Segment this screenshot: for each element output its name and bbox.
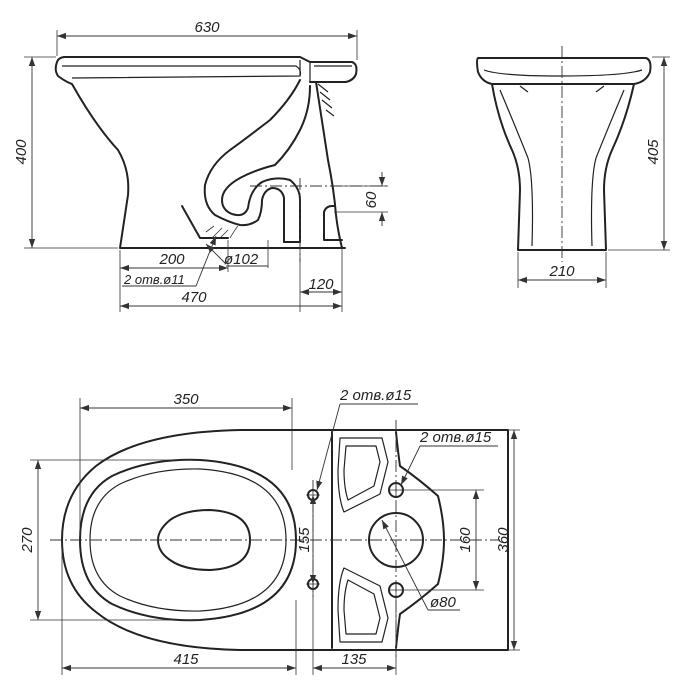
side-view-foot-hatch [205,225,239,239]
dim-height: 400 [13,139,30,165]
top-view-tank-recess-inner-bottom [343,579,381,635]
side-view-foot [181,205,229,239]
dim-80-leader [381,519,429,611]
side-view-trapway [203,79,301,243]
dim-hole-spacing: 155 [296,527,313,553]
dim-shelf-depth: 135 [341,651,367,668]
top-view-tank-recess-bottom [337,567,389,643]
dim-floor-span: 200 [158,251,185,268]
dim-135-ext [312,590,397,675]
side-view-rear-wall [315,81,343,249]
dim-415-ext [61,540,297,675]
dim-tank-holes-top-leader [316,403,341,491]
side-view: 630 400 60 200 ø102 2 отв.ø11 120 470 [13,19,388,312]
dim-front-length: 415 [173,651,199,668]
dim-bowl-width: 270 [19,527,36,554]
dim-outlet-height: 60 [363,191,380,208]
front-view-rim [483,69,643,77]
dim-270-ext [30,459,200,621]
dim-tank-holes-top: 2 отв.ø15 [339,387,412,404]
dim-outlet-offset: 120 [308,276,334,293]
dim-160-ext [400,489,484,591]
top-view-tank-recess-top [337,437,389,513]
dim-tank-hole-spacing: 160 [457,527,474,553]
side-view-rim [62,65,302,79]
side-view-rear-ribs [317,83,335,117]
dim-tank-width: 360 [495,527,512,553]
dim-102-ext [267,240,343,312]
front-view-rim-slots [519,85,605,93]
dim-front-height: 405 [645,139,662,165]
dim-tank-holes-right-leader [400,445,421,486]
dim-350-ext [79,398,293,540]
dim-fixing-leader [122,235,217,287]
dim-tank-holes-right: 2 отв.ø15 [419,429,492,446]
top-view-tank-recess-inner-top [343,445,381,501]
dim-base-length: 470 [181,289,207,306]
dim-102-leader [205,243,227,265]
dim-400-ext [24,56,118,249]
dim-base-width: 210 [548,263,575,280]
dim-bowl-length: 350 [173,391,199,408]
dim-overall-length: 630 [194,19,220,36]
top-view: 350 270 2 отв.ø15 2 отв.ø15 155 160 360 … [19,387,520,675]
front-view-outline [476,57,652,251]
side-view-tank-shelf [299,60,352,82]
side-view-outlet [283,205,343,243]
dim-200-ext [119,240,229,312]
dim-fixing-holes: 2 отв.ø11 [123,272,185,287]
side-view-outline [54,56,358,249]
dim-outlet-diameter: ø102 [224,251,259,268]
dim-outlet-hole: ø80 [430,594,457,611]
front-view: 405 210 [476,46,670,288]
side-view-trapway-inner [221,85,311,243]
front-view-inner-wall [499,89,625,247]
